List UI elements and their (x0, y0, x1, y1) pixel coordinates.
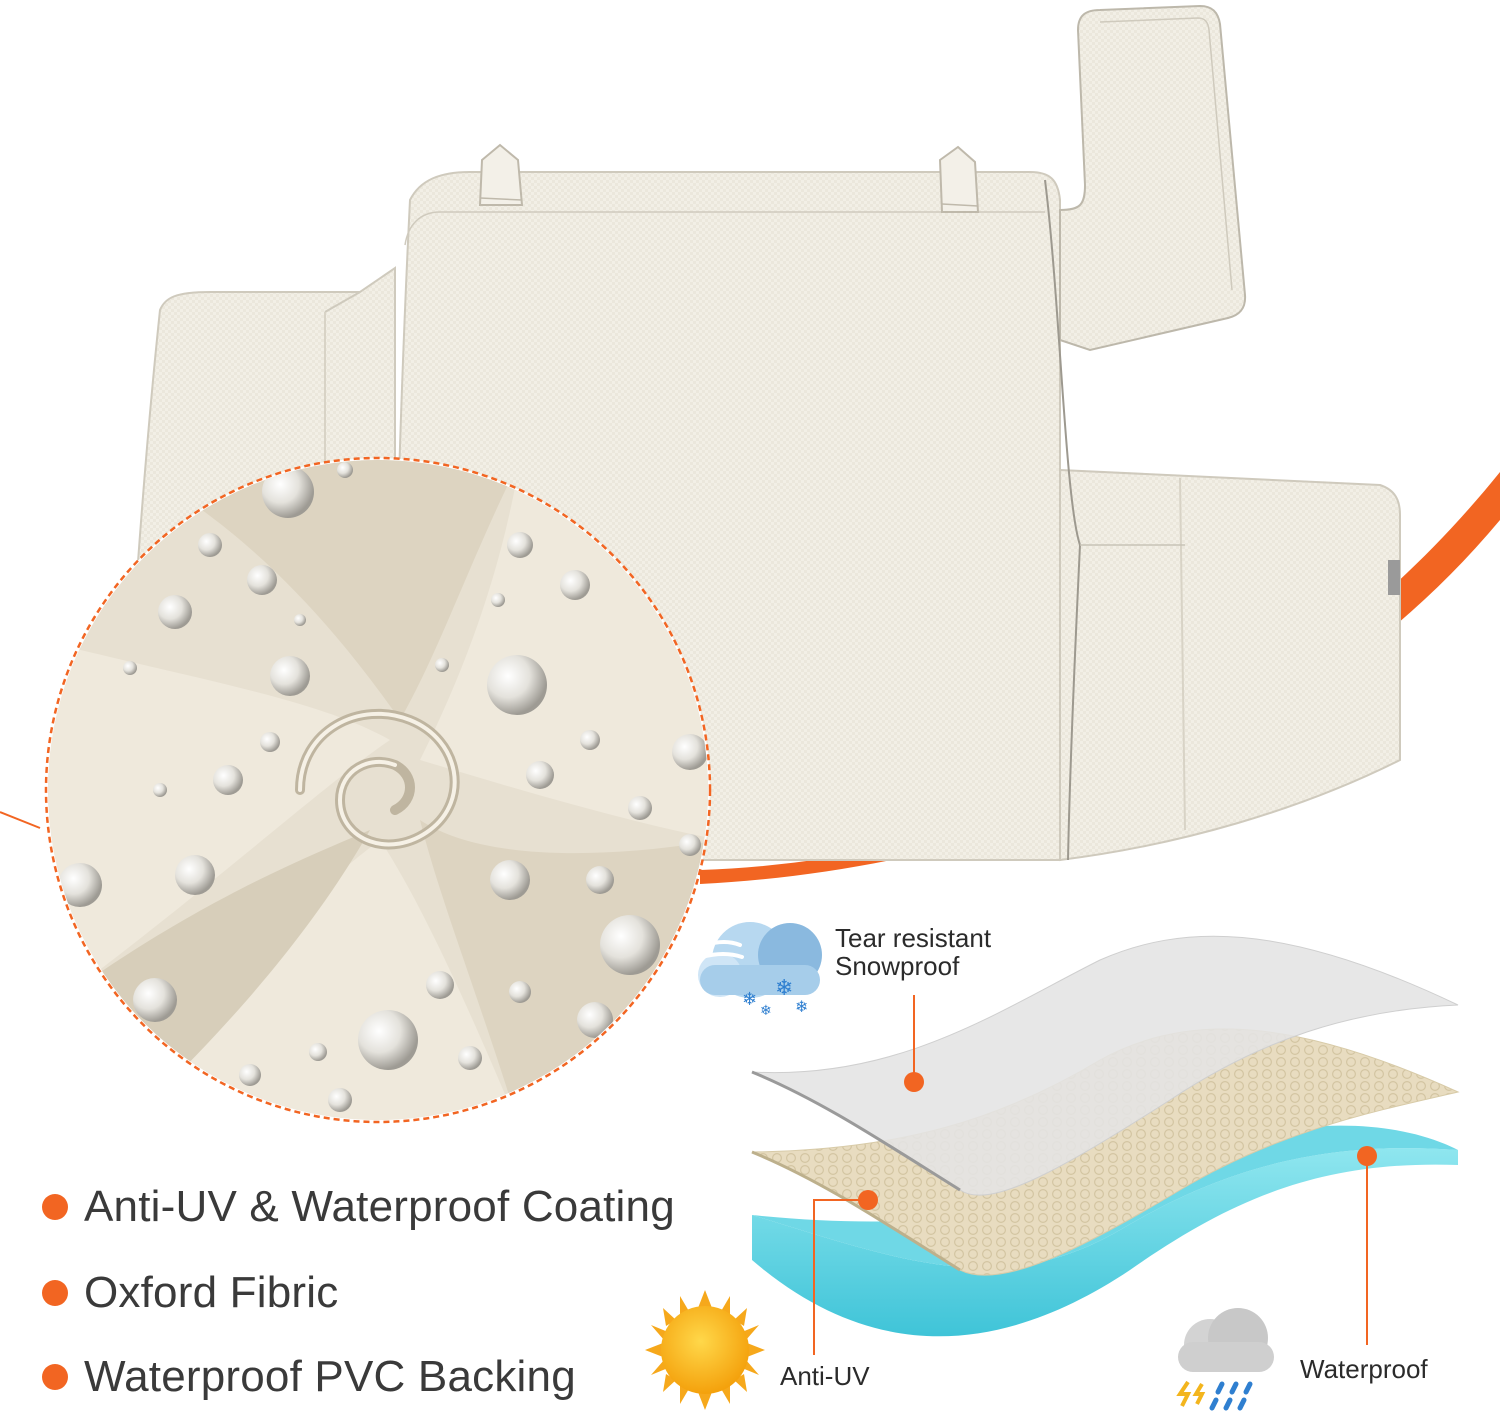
bullet-dot (42, 1194, 68, 1220)
label-snowproof: Snowproof (835, 951, 960, 981)
material-layers (751, 935, 1460, 1355)
bullet-dot (42, 1364, 68, 1390)
feature-label: Anti-UV & Waterproof Coating (84, 1182, 675, 1231)
sun-icon (645, 1290, 765, 1410)
bullet-dot (42, 1280, 68, 1306)
feature-label: Waterproof PVC Backing (84, 1352, 576, 1401)
marker-dot-top (904, 1072, 924, 1092)
feature-item-coating: Anti-UV & Waterproof Coating (42, 1182, 675, 1232)
feature-item-backing: Waterproof PVC Backing (42, 1352, 576, 1402)
snow-cloud-icon: ❄ ❄ ❄ ❄ (698, 922, 822, 1019)
marker-dot-bottom (1357, 1146, 1377, 1166)
water-droplets (58, 462, 708, 1112)
rain-cloud-icon (1176, 1308, 1274, 1411)
marker-dot-middle (858, 1190, 878, 1210)
label-waterproof: Waterproof (1300, 1354, 1428, 1384)
svg-text:❄: ❄ (760, 1003, 772, 1019)
feature-label: Oxford Fibric (84, 1268, 339, 1317)
label-tear-resistant: Tear resistant (835, 923, 992, 953)
svg-text:❄: ❄ (775, 976, 793, 1001)
grill-cover-illustration (118, 4, 1401, 862)
label-anti-uv: Anti-UV (780, 1361, 870, 1391)
layer-pvc-backing (752, 1148, 1458, 1337)
svg-text:❄: ❄ (795, 997, 808, 1016)
feature-item-fabric: Oxford Fibric (42, 1268, 338, 1318)
svg-text:❄: ❄ (742, 989, 757, 1010)
orange-swoosh-left (0, 811, 41, 829)
